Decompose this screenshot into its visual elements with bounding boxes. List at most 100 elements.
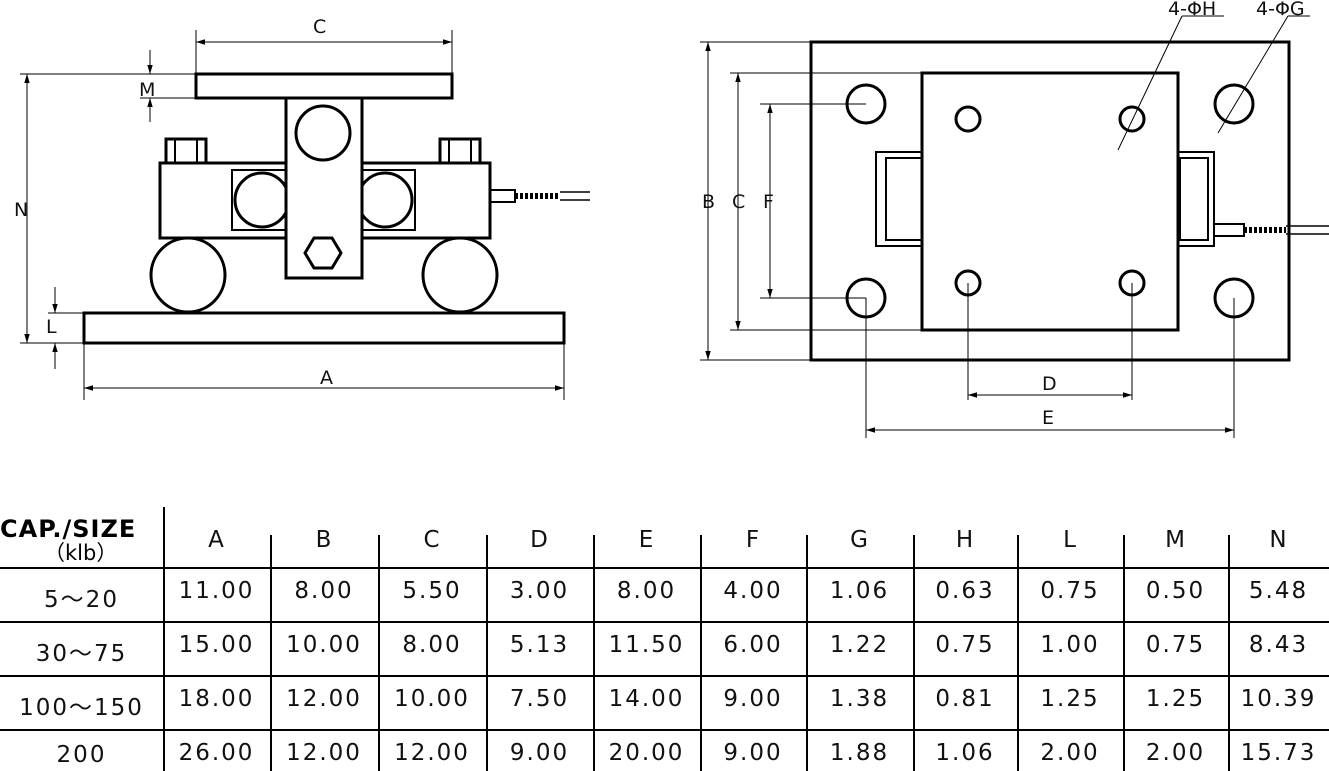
column-divider <box>1228 535 1230 771</box>
table-cell: 0.75 <box>1040 578 1100 604</box>
table-cell: 9.00 <box>723 740 783 766</box>
table-cell: 7.50 <box>509 686 570 712</box>
label-c-plan: C <box>732 191 745 213</box>
hex-nut <box>303 236 343 270</box>
table-cell: 2.00 <box>1145 740 1206 766</box>
post-pin <box>294 104 352 162</box>
table-cell: 10.39 <box>1240 686 1317 712</box>
table-cell: 4.00 <box>723 578 783 604</box>
table-cell: 8.00 <box>402 632 462 658</box>
table-cell: 11.50 <box>608 632 685 658</box>
table-cell: 15.00 <box>178 632 255 658</box>
table-cell: 18.00 <box>178 686 255 712</box>
table-cell: 1.25 <box>1040 686 1100 712</box>
column-divider <box>806 535 808 771</box>
table-cell: 26.00 <box>178 740 255 766</box>
left-bolt-head <box>164 137 208 165</box>
table-cell: 12.00 <box>286 686 362 712</box>
table-cell: 2.00 <box>1040 740 1100 766</box>
table-cell: 0.75 <box>935 632 995 658</box>
row-capacity: 200 <box>56 742 107 768</box>
table-cell: 0.75 <box>1145 632 1206 658</box>
corner-unit: （klb） <box>44 541 118 565</box>
table-cell: 8.43 <box>1248 632 1309 658</box>
column-divider <box>593 535 595 771</box>
column-divider <box>1017 535 1019 771</box>
table-cell: 6.00 <box>723 632 783 658</box>
right-bolt-head <box>438 137 482 165</box>
table-cell: 3.00 <box>509 578 570 604</box>
inner-hole <box>954 105 982 133</box>
column-divider <box>163 507 165 771</box>
left-roller <box>149 236 227 314</box>
table-cell: 8.00 <box>294 578 354 604</box>
table-cell: 10.00 <box>394 686 470 712</box>
column-header: H <box>955 527 975 553</box>
left-pin <box>233 171 291 229</box>
column-header: L <box>1063 527 1077 553</box>
column-divider <box>913 535 915 771</box>
label-b: B <box>702 191 715 213</box>
side-view <box>82 72 590 345</box>
row-capacity: 30～75 <box>35 641 128 667</box>
side-dimensions <box>20 30 565 400</box>
table-cell: 5.48 <box>1248 578 1309 604</box>
row-divider <box>0 567 1329 569</box>
base-plate <box>82 311 566 345</box>
label-l: L <box>46 316 57 338</box>
table-cell: 1.06 <box>935 740 995 766</box>
label-e: E <box>1042 407 1054 429</box>
table-cell: 1.88 <box>829 740 890 766</box>
table-cell: 0.81 <box>935 686 995 712</box>
row-capacity: 100～150 <box>19 695 144 721</box>
plan-view <box>809 40 1329 362</box>
table-cell: 0.50 <box>1145 578 1206 604</box>
label-4g: 4-ΦG <box>1256 0 1305 20</box>
table-cell: 9.00 <box>723 686 783 712</box>
outer-hole <box>1213 83 1255 125</box>
table-cell: 15.73 <box>1240 740 1317 766</box>
table-cell: 1.06 <box>829 578 890 604</box>
column-divider <box>270 535 272 771</box>
column-divider <box>378 535 380 771</box>
table-cell: 0.63 <box>935 578 995 604</box>
row-divider <box>0 621 1329 623</box>
column-header: M <box>1165 527 1186 553</box>
column-header: A <box>208 527 225 553</box>
inner-hole <box>1118 105 1146 133</box>
table-cell: 9.00 <box>509 740 570 766</box>
table-cell: 12.00 <box>286 740 362 766</box>
column-divider <box>700 535 702 771</box>
table-cell: 1.22 <box>829 632 890 658</box>
table-cell: 14.00 <box>608 686 685 712</box>
top-plate <box>194 72 454 100</box>
label-c-top: C <box>313 16 326 38</box>
column-header: E <box>638 527 655 553</box>
column-header: D <box>530 527 549 553</box>
row-capacity: 5～20 <box>44 587 119 613</box>
label-4h: 4-ΦH <box>1168 0 1216 20</box>
label-m: M <box>139 79 155 101</box>
column-divider <box>486 535 488 771</box>
inner-plate <box>920 71 1180 332</box>
right-roller <box>421 236 499 314</box>
row-divider <box>0 729 1329 731</box>
label-n: N <box>14 199 28 221</box>
table-cell: 1.38 <box>829 686 890 712</box>
table-cell: 11.00 <box>178 578 255 604</box>
label-d: D <box>1042 373 1057 395</box>
outer-plate <box>809 40 1291 362</box>
technical-drawing: C M N L A <box>14 0 1329 438</box>
table-cell: 1.00 <box>1040 632 1100 658</box>
column-header: N <box>1269 527 1288 553</box>
right-pin <box>356 171 414 229</box>
column-divider <box>1123 535 1125 771</box>
column-header: G <box>850 527 869 553</box>
table-cell: 5.50 <box>402 578 462 604</box>
table-cell: 10.00 <box>286 632 362 658</box>
corner-header: CAP./SIZE （klb） <box>0 515 163 567</box>
table-cell: 1.25 <box>1145 686 1206 712</box>
column-header: C <box>423 527 441 553</box>
table-cell: 12.00 <box>394 740 470 766</box>
